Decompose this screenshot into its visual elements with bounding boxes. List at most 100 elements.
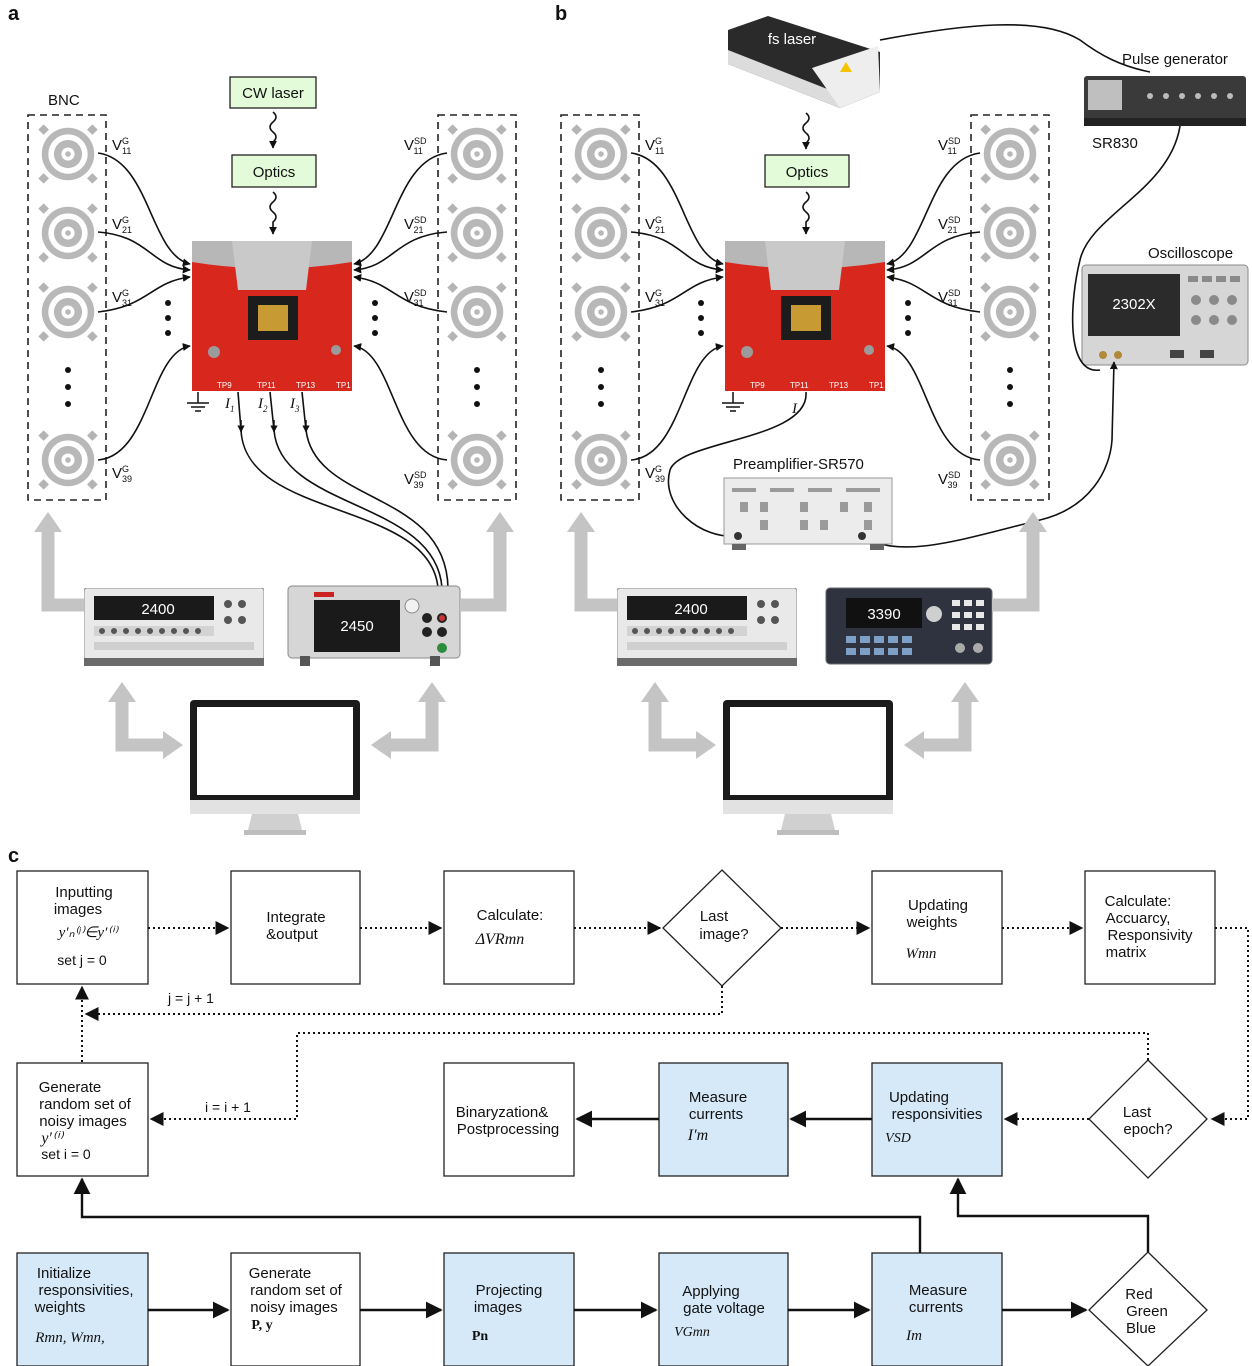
svg-text:Updating: Updating [889,1089,949,1106]
formula-delta-r: ΔVRmn [475,931,525,948]
sr830-label: SR830 [1092,135,1138,152]
svg-text:Initialize: Initialize [37,1265,91,1282]
keithley-2400-b: 2400 [615,588,799,666]
svg-text:currents: currents [689,1106,743,1123]
formula-vg: VGmn [674,1325,710,1340]
svg-text:random set of: random set of [250,1282,343,1299]
bnc-label: BNC [48,92,80,109]
bnc-connectors-left [38,124,97,489]
svg-text:images: images [474,1299,522,1316]
formula-im: Im [905,1328,922,1344]
svg-text:Projecting: Projecting [476,1282,543,1299]
ground-symbol-b [722,392,744,411]
svg-text:currents: currents [909,1299,963,1316]
svg-text:Calculate:: Calculate: [1105,893,1172,910]
svg-text:TP1: TP1 [869,381,884,390]
svg-text:Generate: Generate [39,1079,102,1096]
svg-text:I3: I3 [289,396,300,414]
svg-text:images: images [54,901,102,918]
svg-text:I1: I1 [224,396,235,414]
svg-text:Responsivity: Responsivity [1107,927,1193,944]
svg-text:I2: I2 [257,396,268,414]
svg-text:TP1: TP1 [336,381,351,390]
svg-text:2302X: 2302X [1112,296,1155,313]
svg-text:noisy images: noisy images [39,1113,127,1130]
laser-beam-b2 [803,192,809,234]
svg-text:weights: weights [34,1299,86,1316]
keithley-2450-a: 2450 [288,586,460,666]
formula-weights: Wmn [906,946,937,962]
preamplifier-device [724,478,892,550]
chip-photo-b: TP9 TP11 TP13 TP1 [725,241,885,391]
keithley-2400-a: 2400 [82,588,266,666]
svg-text:TP11: TP11 [790,381,809,390]
svg-text:Binaryzation&: Binaryzation& [456,1104,549,1121]
cw-laser-label: CW laser [242,85,304,102]
computer-monitor-b [723,700,893,835]
svg-text:matrix: matrix [1106,944,1147,961]
fs-laser-label: fs laser [768,31,816,48]
panel-label-c: c [8,845,19,867]
formula-p-y: P, y [251,1318,272,1333]
chip-photo-a: TP9 TP11 TP13 TP1 [192,241,352,391]
keysight-3390-b: 3390 [826,588,992,664]
current-wires-a [238,392,448,588]
current-labels-a: I1 I2 I3 [224,396,300,414]
gate-voltage-labels-a: VG11 VG21 VG31 VG39 [112,136,132,484]
formula-pn: Pn [472,1329,489,1344]
preamplifier-label: Preamplifier-SR570 [733,456,864,473]
optics-label-b: Optics [786,164,829,181]
svg-text:Measure: Measure [689,1089,747,1106]
svg-text:set j = 0: set j = 0 [57,952,107,968]
panel-label-b: b [555,3,567,25]
laser-beam-b1 [803,113,809,149]
svg-text:Generate: Generate [249,1265,312,1282]
svg-text:responsivities,: responsivities, [38,1282,133,1299]
svg-text:set i = 0: set i = 0 [41,1146,91,1162]
svg-text:gate voltage: gate voltage [683,1300,765,1317]
fs-laser-device: fs laser [728,16,880,108]
formula-init: Rmn, Wmn, [34,1330,105,1346]
formula-vsd: VSD [885,1131,911,1146]
svg-text:Integrate: Integrate [266,909,325,926]
svg-text:Inputting: Inputting [55,884,113,901]
svg-text:image?: image? [699,926,748,943]
oscilloscope-label: Oscilloscope [1148,245,1233,262]
panel-a: BNC VG11 VG21 VG31 VG39 [28,77,516,835]
panel-b: VG11 VG21 VG31 VG39 VSD11 VSD21 VSD31 VS… [561,16,1248,835]
svg-text:VG21: VG21 [645,215,665,235]
svg-text:Applying: Applying [682,1283,740,1300]
svg-text:TP9: TP9 [750,381,765,390]
svg-text:2400: 2400 [141,601,174,618]
svg-text:Last: Last [700,908,729,925]
pulse-generator-label: Pulse generator [1122,51,1228,68]
bnc-connectors-right [447,124,506,489]
bnc-connectors-left-b [571,124,630,489]
svg-text:Red: Red [1125,1286,1153,1303]
svg-text:Blue: Blue [1126,1320,1156,1337]
svg-text:TP13: TP13 [296,381,316,390]
sd-voltage-labels-a: VSD11 VSD21 VSD31 VSD39 [404,136,427,490]
svg-text:noisy images: noisy images [250,1299,338,1316]
formula-measured-current: I′m [687,1127,708,1144]
svg-text:Measure: Measure [909,1282,967,1299]
j-increment-label: j = j + 1 [167,990,214,1006]
bnc-connectors-right-b [980,124,1039,489]
formula-noisy-set: y′⁽ⁱ⁾ [39,1130,64,1147]
svg-text:responsivities: responsivities [892,1106,983,1123]
svg-text:TP13: TP13 [829,381,849,390]
svg-text:epoch?: epoch? [1123,1121,1172,1138]
optics-label-a: Optics [253,164,296,181]
svg-text:Postprocessing: Postprocessing [457,1121,560,1138]
svg-text:TP9: TP9 [217,381,232,390]
